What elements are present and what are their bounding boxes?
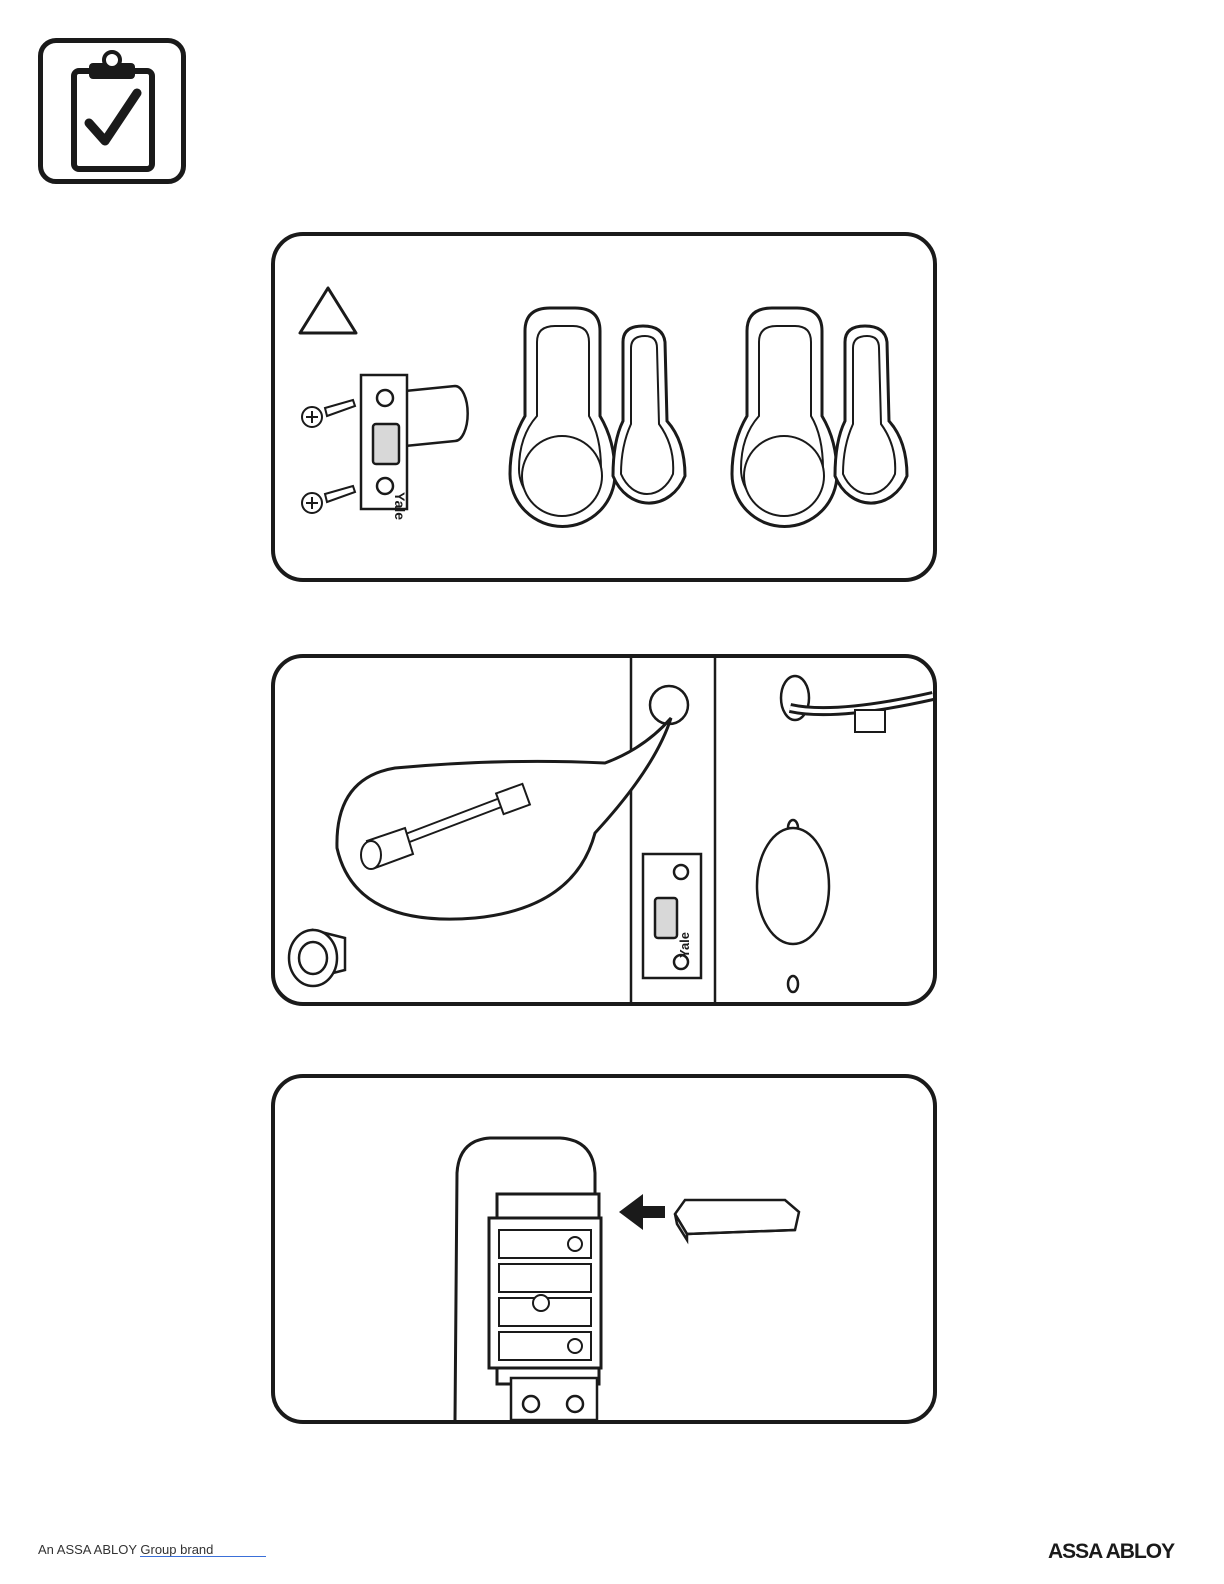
- footer-tagline: An ASSA ABLOY Group brand: [38, 1542, 213, 1557]
- key-fob-icon: [510, 308, 907, 527]
- insert-arrow-icon: [619, 1194, 665, 1230]
- assa-abloy-logo: ASSA ABLOY: [1048, 1540, 1174, 1564]
- footer-link-underline[interactable]: [140, 1556, 266, 1557]
- module-icon: [675, 1200, 799, 1240]
- svg-text:Yale: Yale: [677, 932, 692, 958]
- clipboard-check-icon: [38, 38, 186, 184]
- cable-connector-icon: [781, 676, 933, 732]
- latch-icon: Yale: [361, 375, 468, 520]
- panel-sensor: Yale: [271, 654, 937, 1006]
- door-edge-icon: Yale: [631, 658, 715, 1002]
- panel-module: [271, 1074, 937, 1424]
- screw-icon: [302, 400, 355, 513]
- lock-bottom-icon: [511, 1378, 597, 1420]
- panel-contents: Yale: [271, 232, 937, 582]
- door-prep-icon: [757, 820, 829, 992]
- svg-text:Yale: Yale: [392, 492, 408, 520]
- door-sensor-icon: [337, 718, 671, 919]
- grommet-icon: [289, 930, 345, 986]
- warning-triangle-icon: [300, 288, 356, 333]
